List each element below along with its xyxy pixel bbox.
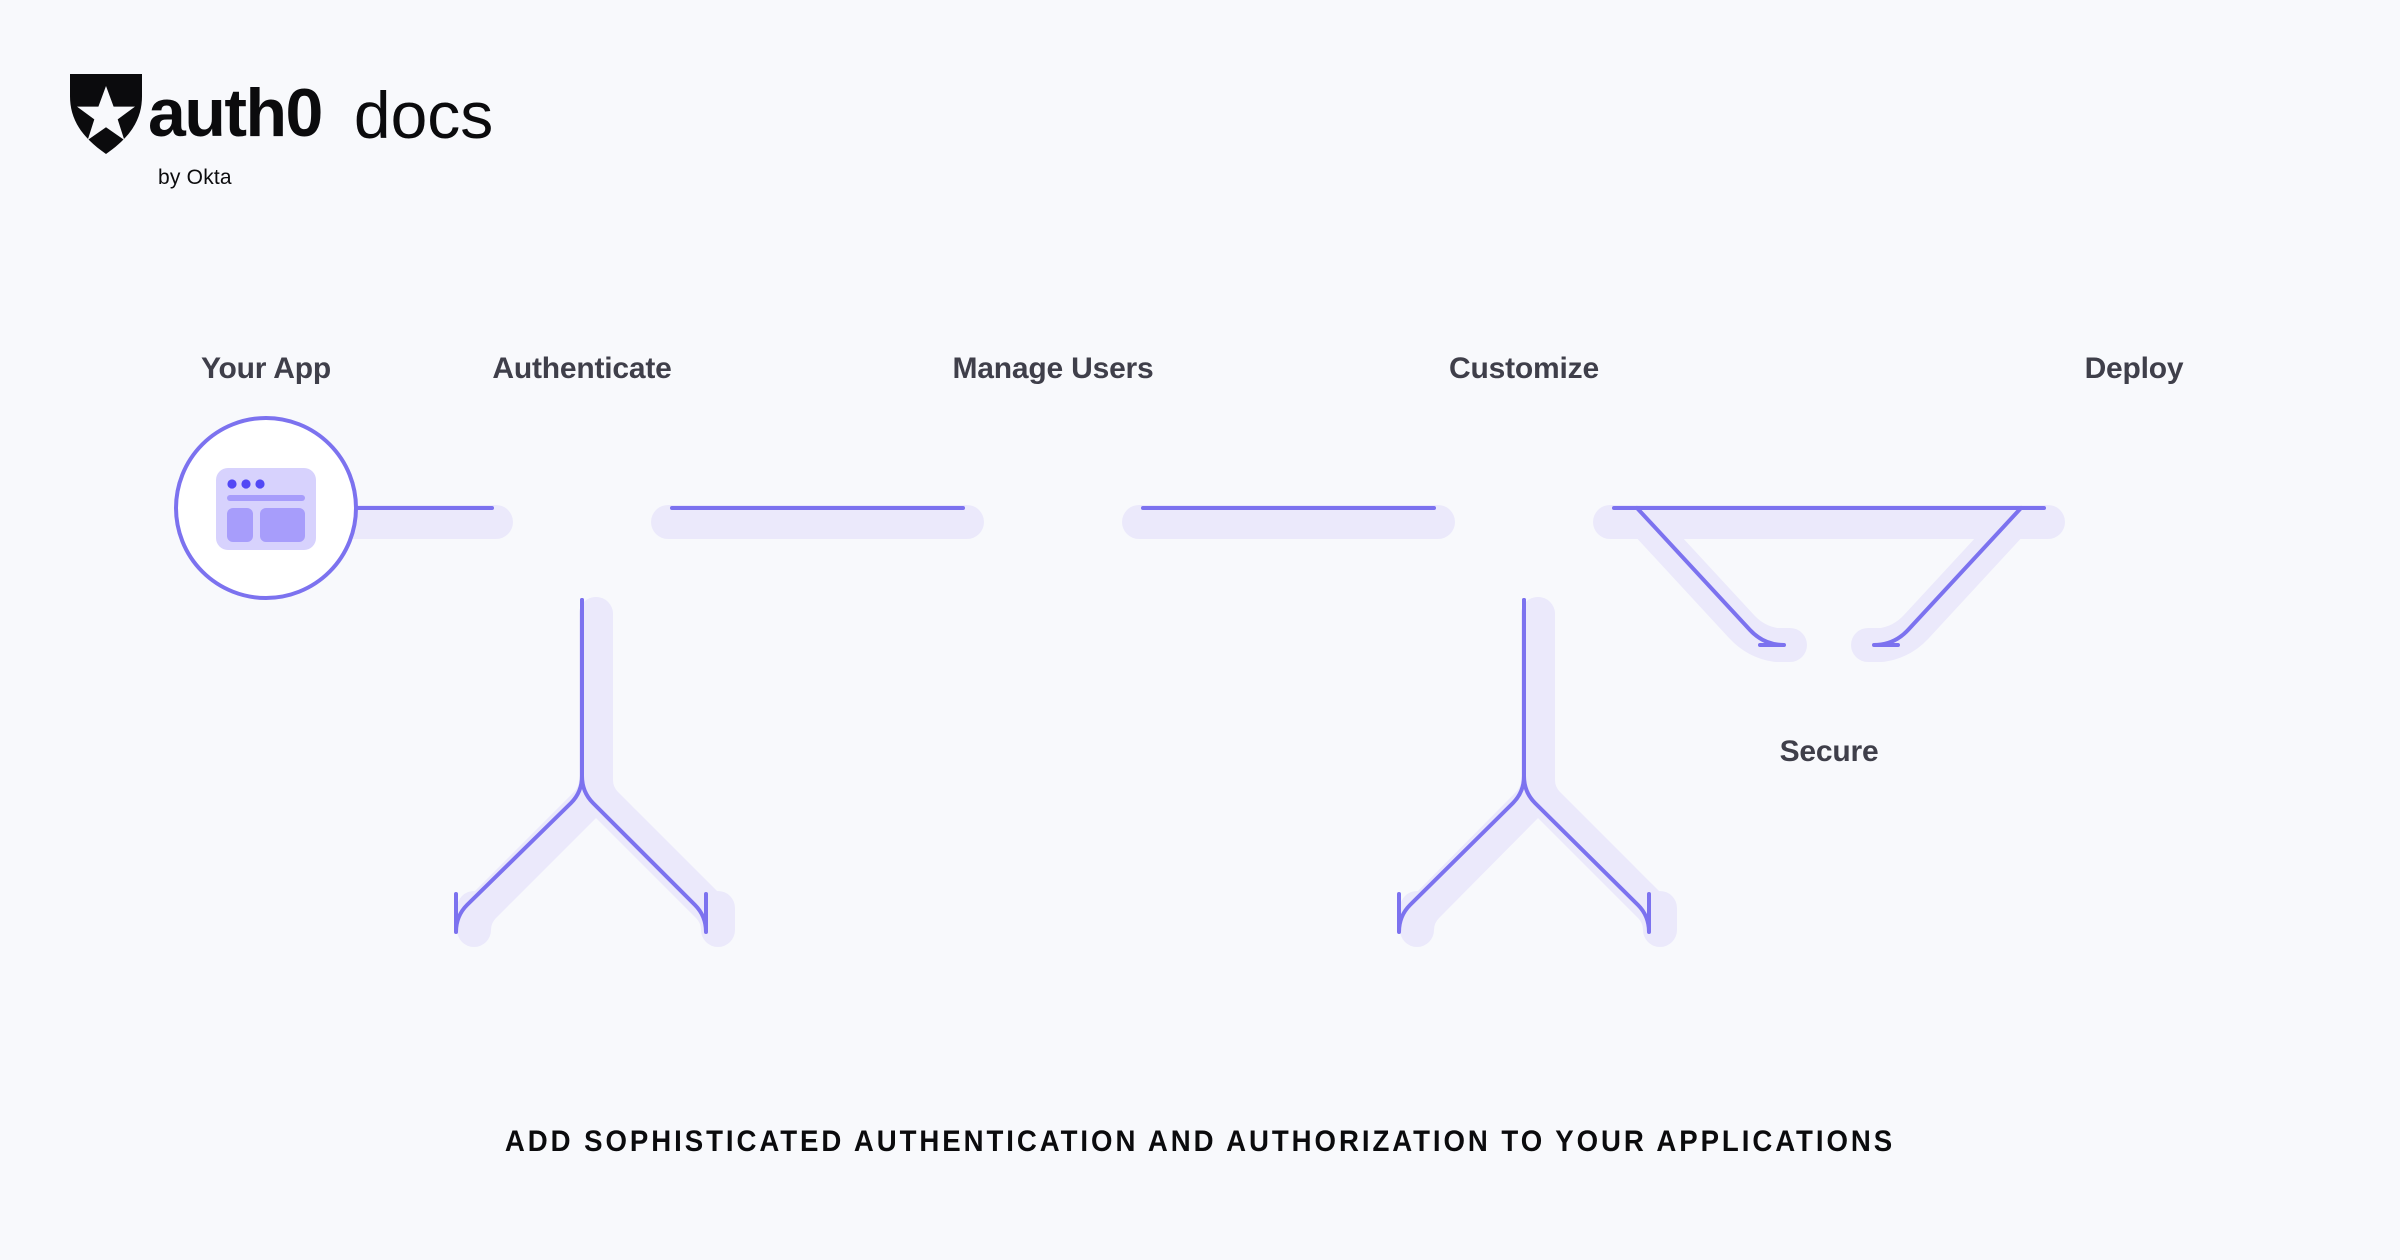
brand-product-name: docs (353, 78, 494, 152)
auth0-logo-group: auth0 by Okta (68, 72, 323, 190)
brand-wordmark: auth0 (148, 75, 323, 151)
connector-line-layer (354, 506, 2046, 934)
tagline: ADD SOPHISTICATED AUTHENTICATION AND AUT… (504, 1125, 1896, 1158)
brand-byline: by Okta (158, 166, 232, 189)
label-secure: Secure (1779, 735, 1879, 768)
line-secure-deploy (1872, 506, 2023, 647)
connector-glow-layer (335, 505, 2065, 947)
browser-window-icon (216, 468, 316, 550)
label-authenticate: Authenticate (492, 352, 672, 385)
brand-logo[interactable]: auth0 by Okta docs (68, 72, 493, 190)
auth0-logo-row: auth0 (68, 72, 323, 154)
label-manage-users: Manage Users (952, 352, 1154, 385)
glow-authenticate-database (579, 597, 735, 947)
line-authenticate-database (580, 598, 708, 934)
node-your-app[interactable] (174, 416, 358, 600)
glow-customize-actions (1521, 597, 1677, 947)
label-deploy: Deploy (2084, 352, 2184, 385)
auth0-shield-star-icon (70, 74, 142, 154)
line-customize-secure (1635, 506, 1786, 647)
line-customize-actions (1522, 598, 1651, 934)
label-customize: Customize (1449, 352, 1599, 385)
label-your-app: Your App (200, 352, 332, 385)
